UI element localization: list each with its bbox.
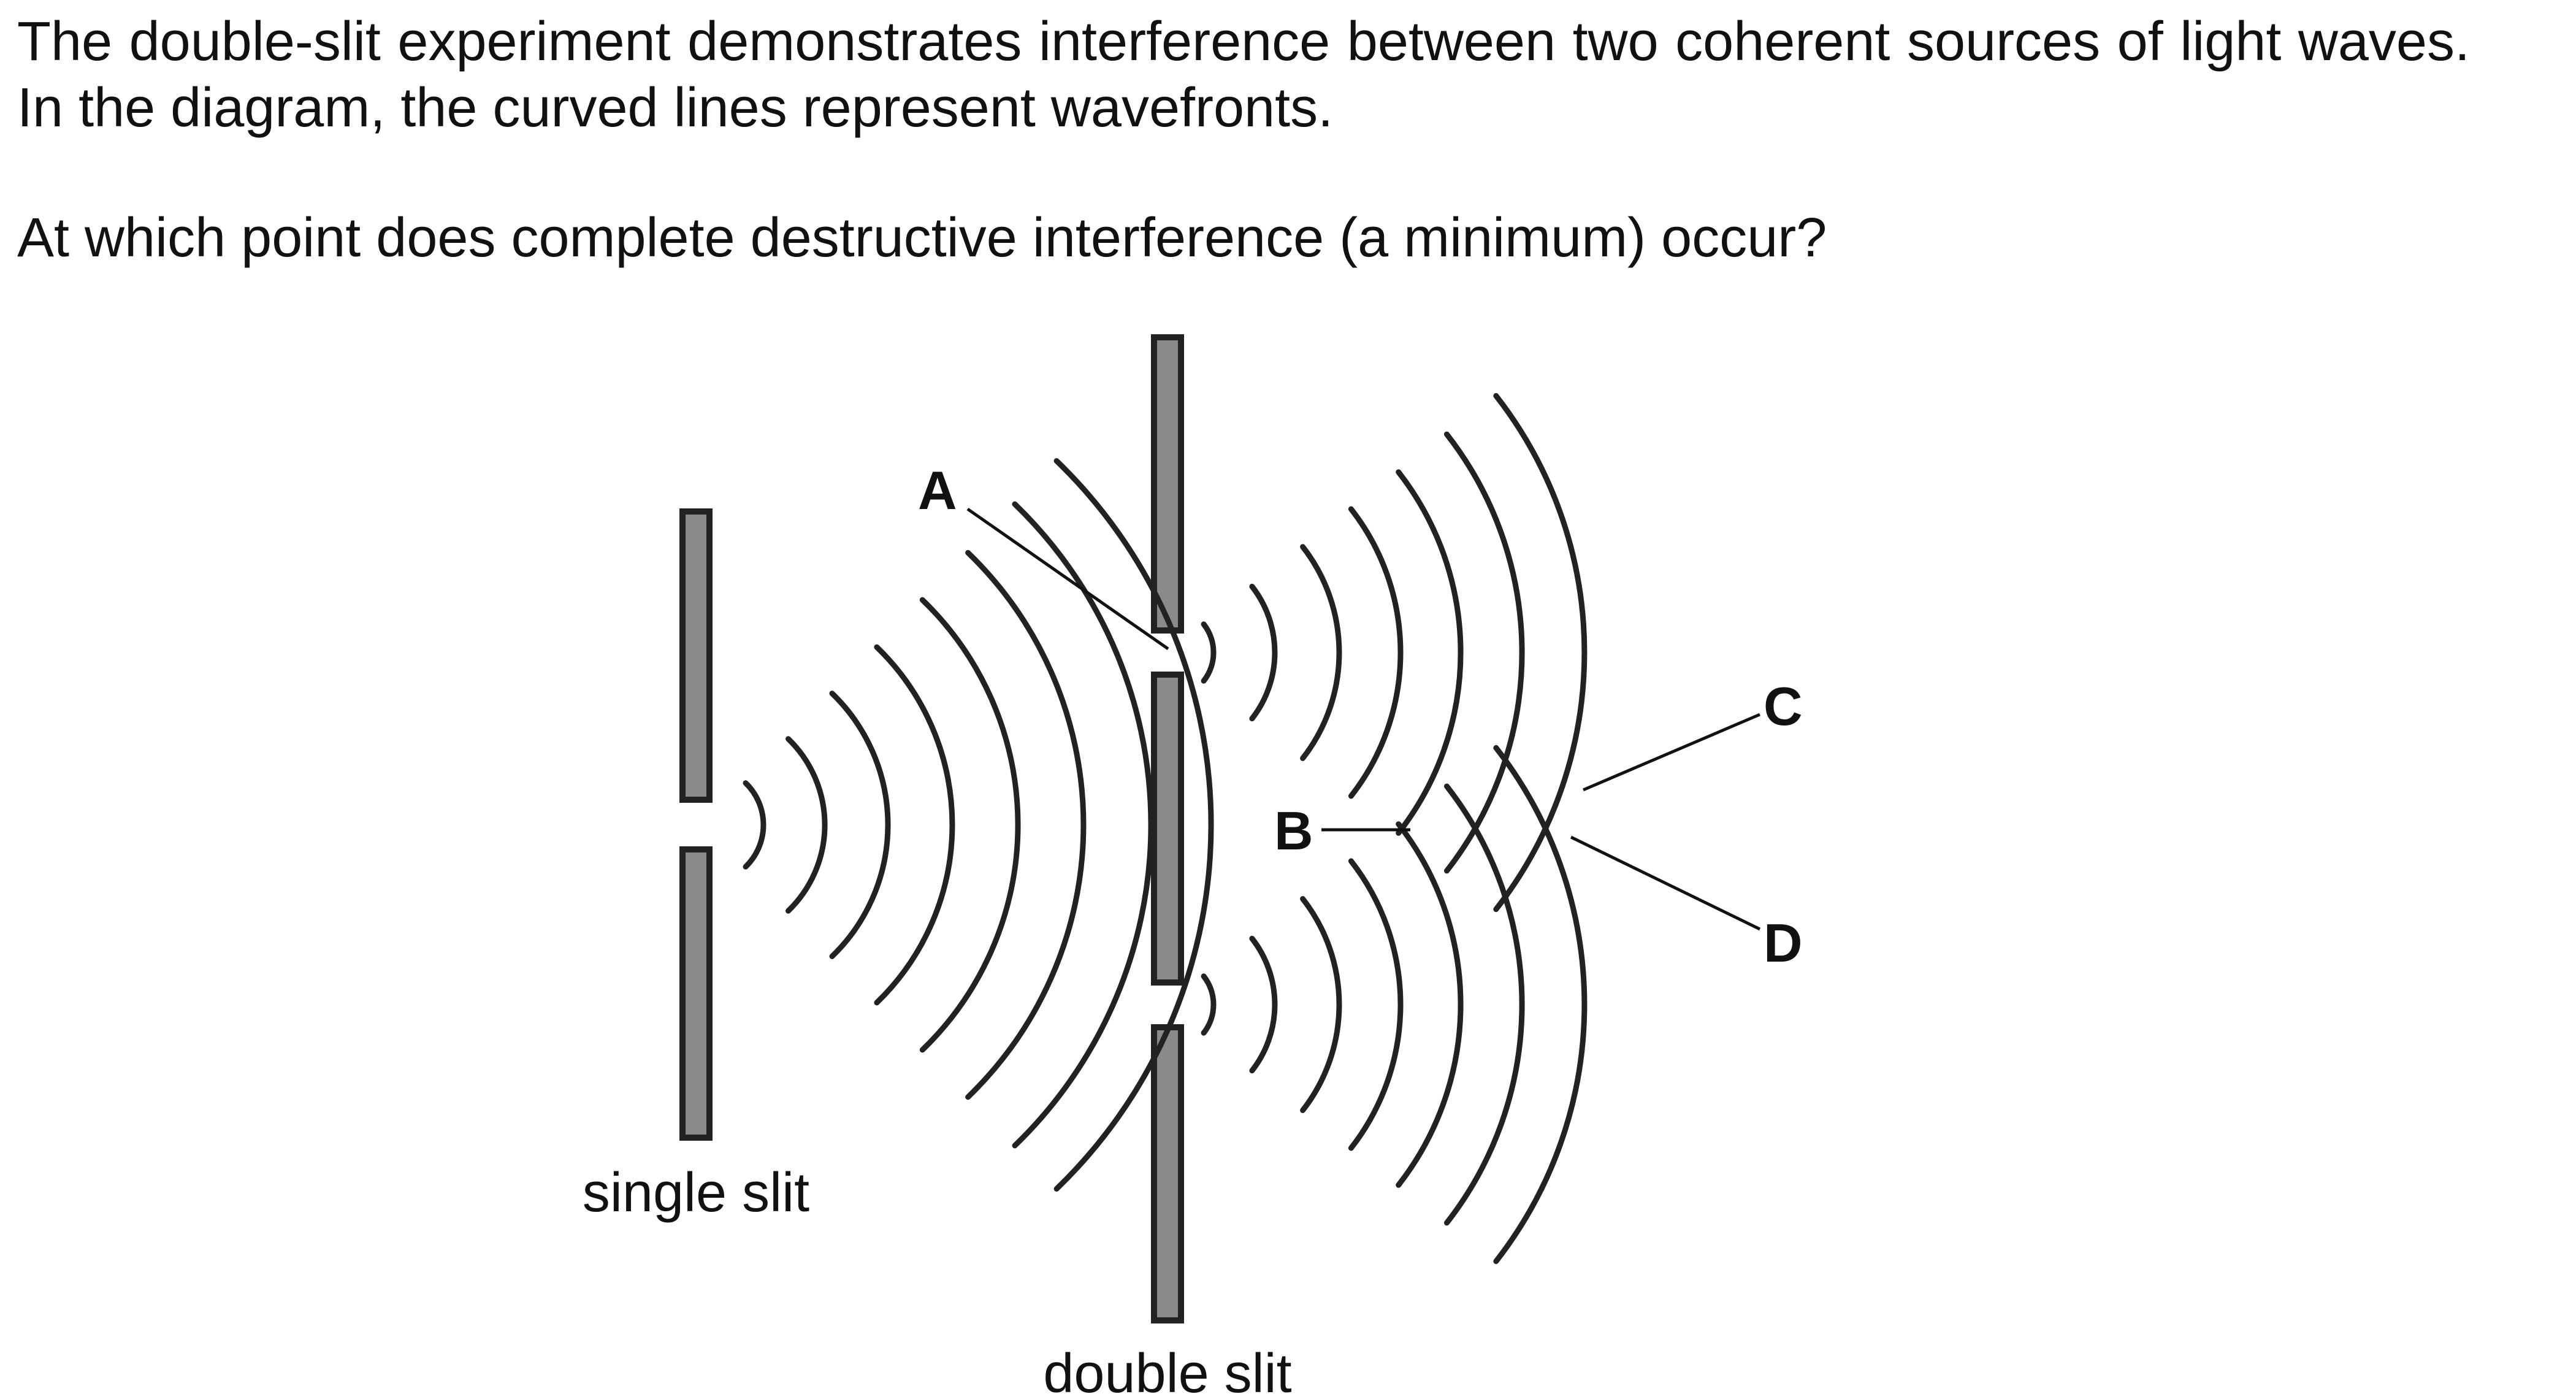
wavefront-upper-3 (1300, 544, 1342, 761)
wavefront-lower-2 (1249, 935, 1278, 1074)
lower-slit-wavefronts (1201, 745, 1588, 1265)
single-slit-wavefronts (743, 458, 1214, 1192)
question-prompt: At which point does complete destructive… (17, 207, 1827, 269)
point-label-b: B (1274, 800, 1313, 861)
point-label-d: D (1764, 913, 1803, 973)
wavefront-upper-7 (1493, 393, 1588, 913)
single-slit-label: single slit (583, 1162, 809, 1224)
leader-line-a (966, 507, 1169, 651)
wavefront-lower-6 (1444, 783, 1525, 1226)
wavefront-single-3 (829, 691, 891, 959)
wavefront-lower-3 (1300, 896, 1342, 1113)
wavefront-upper-2 (1249, 583, 1278, 722)
wavefront-upper-5 (1396, 469, 1464, 836)
double-slit-middle-bar (1151, 672, 1184, 986)
wavefront-single-8 (1053, 458, 1214, 1192)
point-label-c: C (1764, 676, 1803, 737)
single-slit-lower-bar (679, 846, 713, 1141)
wavefront-single-4 (874, 644, 955, 1006)
question-intro: The double-slit experiment demonstrates … (17, 11, 2470, 139)
leader-line-d (1570, 835, 1761, 931)
wavefront-upper-6 (1444, 431, 1525, 874)
double-slit-label: double slit (1043, 1343, 1291, 1394)
wavefront-single-5 (919, 597, 1021, 1053)
question-text: The double-slit experiment demonstrates … (17, 9, 2470, 271)
wavefront-single-6 (965, 550, 1087, 1100)
wavefront-single-2 (785, 736, 828, 914)
upper-slit-wavefronts (1201, 393, 1588, 913)
leader-line-c (1583, 713, 1760, 792)
wavefront-upper-4 (1348, 506, 1404, 799)
wavefront-lower-5 (1396, 821, 1464, 1188)
double-slit-bottom-bar (1151, 1024, 1184, 1323)
wavefront-upper-1 (1201, 621, 1217, 684)
double-slit-top-bar (1151, 334, 1184, 634)
double-slit-barrier (1151, 334, 1184, 1323)
single-slit-barrier (679, 508, 713, 1141)
point-label-a: A (918, 460, 957, 521)
wavefront-single-1 (743, 780, 766, 870)
wavefront-lower-7 (1493, 745, 1588, 1265)
single-slit-upper-bar (679, 508, 713, 803)
wavefront-lower-1 (1201, 973, 1217, 1036)
wavefront-lower-4 (1348, 858, 1404, 1151)
